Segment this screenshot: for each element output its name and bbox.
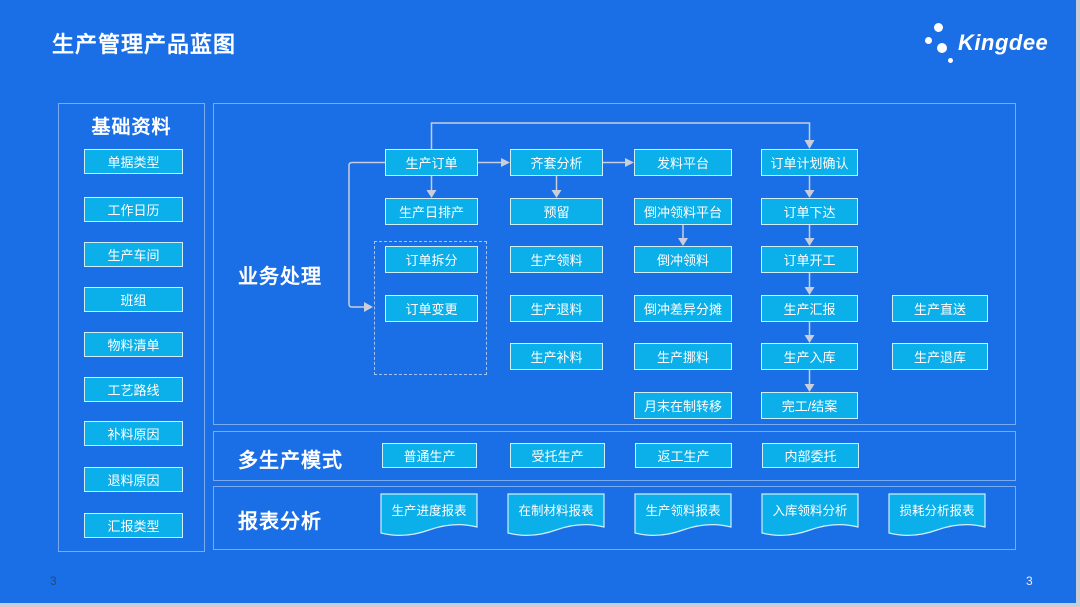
document-shape-icon — [888, 493, 986, 536]
flow-box: 完工/结案 — [761, 392, 858, 419]
document-shape-icon — [507, 493, 605, 536]
sidebar-item: 物料清单 — [84, 332, 183, 357]
basic-data-panel — [58, 103, 205, 552]
reports-section-label: 报表分析 — [238, 511, 322, 533]
sidebar-item: 工艺路线 — [84, 377, 183, 402]
page-title: 生产管理产品蓝图 — [52, 32, 237, 57]
mode-item: 内部委托 — [762, 443, 859, 468]
sidebar-item: 班组 — [84, 287, 183, 312]
flow-box: 月末在制转移 — [634, 392, 732, 419]
flow-box: 生产订单 — [385, 149, 478, 176]
logo-dot-icon — [934, 23, 943, 32]
report-doc: 生产进度报表 — [380, 493, 478, 541]
flow-box: 生产领料 — [510, 246, 603, 273]
flow-box: 生产日排产 — [385, 198, 478, 225]
flow-box: 发料平台 — [634, 149, 732, 176]
document-shape-icon — [634, 493, 732, 536]
kingdee-logo: Kingdee — [920, 18, 1050, 66]
logo-dot-icon — [925, 37, 932, 44]
modes-section-label: 多生产模式 — [238, 450, 343, 472]
report-doc-label: 损耗分析报表 — [899, 504, 975, 518]
page-number-left: 3 — [50, 574, 57, 588]
business-process-panel — [213, 103, 1016, 425]
sidebar-item: 补料原因 — [84, 421, 183, 446]
logo-dot-icon — [937, 43, 947, 53]
flow-box: 生产退料 — [510, 295, 603, 322]
business-section-label: 业务处理 — [238, 266, 322, 288]
flow-box: 订单开工 — [761, 246, 858, 273]
flow-box: 订单计划确认 — [761, 149, 858, 176]
flow-box: 生产直送 — [892, 295, 988, 322]
flow-box: 倒冲差异分摊 — [634, 295, 732, 322]
report-analysis-panel — [213, 486, 1016, 550]
report-doc: 生产领料报表 — [634, 493, 732, 541]
flow-box: 齐套分析 — [510, 149, 603, 176]
document-shape-icon — [761, 493, 859, 536]
report-doc-label: 生产进度报表 — [391, 504, 467, 518]
flow-box: 生产补料 — [510, 343, 603, 370]
sidebar-item: 生产车间 — [84, 242, 183, 267]
flow-box: 倒冲领料平台 — [634, 198, 732, 225]
logo-wordmark: Kingdee — [958, 30, 1049, 55]
page-number-right: 3 — [1026, 574, 1033, 588]
flow-box: 订单下达 — [761, 198, 858, 225]
report-doc: 入库领料分析 — [761, 493, 859, 541]
slide-edge-bottom — [0, 603, 1080, 607]
production-modes-panel — [213, 431, 1016, 481]
report-doc: 在制材料报表 — [507, 493, 605, 541]
sidebar-title: 基础资料 — [91, 117, 172, 138]
report-doc-label: 入库领料分析 — [772, 504, 848, 518]
order-change-dashed-group — [374, 241, 487, 375]
mode-item: 受托生产 — [510, 443, 605, 468]
flow-box: 生产入库 — [761, 343, 858, 370]
sidebar-item: 工作日历 — [84, 197, 183, 222]
mode-item: 返工生产 — [635, 443, 732, 468]
logo-dot-icon — [948, 58, 953, 63]
slide-edge-right — [1076, 0, 1080, 607]
mode-item: 普通生产 — [382, 443, 477, 468]
sidebar-item: 单据类型 — [84, 149, 183, 174]
flow-box: 生产挪料 — [634, 343, 732, 370]
flow-box: 订单变更 — [385, 295, 478, 322]
flow-box: 订单拆分 — [385, 246, 478, 273]
flow-box: 预留 — [510, 198, 603, 225]
flow-box: 生产汇报 — [761, 295, 858, 322]
flow-box: 倒冲领料 — [634, 246, 732, 273]
report-doc: 损耗分析报表 — [888, 493, 986, 541]
sidebar-item: 退料原因 — [84, 467, 183, 492]
sidebar-item: 汇报类型 — [84, 513, 183, 538]
report-doc-label: 在制材料报表 — [518, 504, 594, 518]
flow-box: 生产退库 — [892, 343, 988, 370]
document-shape-icon — [380, 493, 478, 536]
report-doc-label: 生产领料报表 — [645, 504, 721, 518]
